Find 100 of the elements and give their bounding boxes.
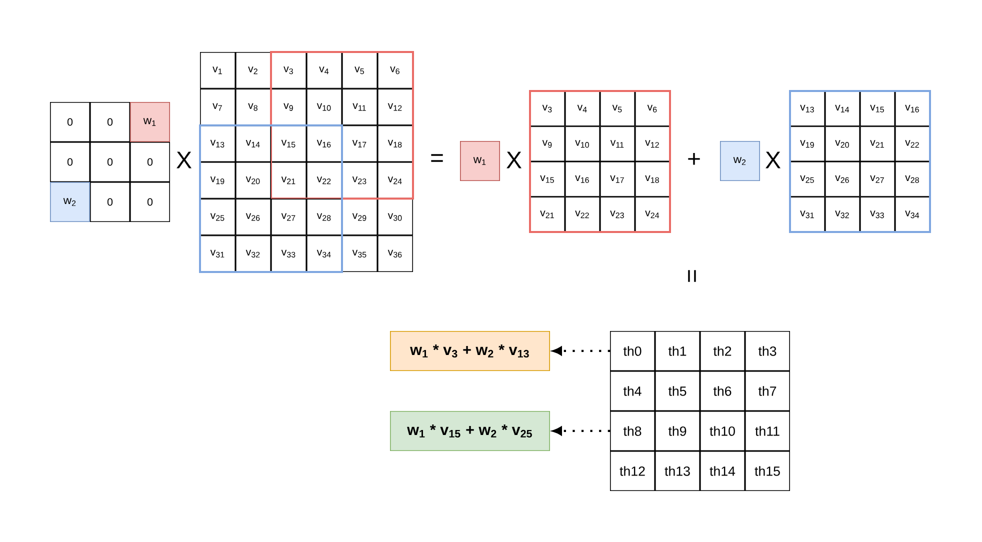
matrix-cell: v$_{4}$ [565,91,600,126]
equals-sign: = [431,154,443,162]
matrix-cell: v$_{26}$ [825,161,860,197]
matrix-cell: v$_{36}$ [378,235,413,272]
matrix-cell: v$_{16}$ [306,125,342,162]
arrow [552,426,610,436]
thread-cell: th7 [745,371,790,411]
plus-sign: + [688,153,700,165]
matrix-cell: v$_{33}$ [860,196,895,232]
matrix-cell: 0 [50,102,90,142]
weight-box: w$_{1}$ [460,141,500,181]
matrix-cell: v$_{24}$ [635,196,670,232]
equals-sign: = [688,270,696,282]
matrix-cell: v$_{12}$ [378,88,413,126]
matrix-cell: v$_{10}$ [306,88,342,126]
matrix-cell: v$_{34}$ [895,196,930,232]
matrix-cell: v$_{22}$ [306,162,342,199]
matrix-cell: v$_{23}$ [342,162,378,199]
matrix-cell: v$_{35}$ [342,235,378,272]
thread-cell: th3 [745,331,790,371]
formula-box: w$_{1}$ * v$_{3}$ + w$_{2}$ * v$_{13}$ [390,331,550,371]
matrix-cell: 0 [130,142,170,182]
matrix-cell: v$_{31}$ [200,235,236,272]
matrix-cell: v$_{28}$ [306,198,342,236]
matrix-cell: v$_{5}$ [342,52,378,89]
thread-cell: th0 [610,331,655,371]
matrix-cell: v$_{32}$ [236,235,271,272]
thread-cell: th15 [745,451,790,491]
matrix-cell: v$_{28}$ [895,161,930,197]
thread-cell: th14 [700,451,745,491]
matrix-cell: v$_{9}$ [271,88,306,126]
thread-cell: th5 [655,371,700,411]
matrix-cell: v$_{21}$ [271,162,306,199]
matrix-cell: v$_{9}$ [530,126,565,162]
weight-box: w$_{2}$ [720,141,760,181]
thread-cell: th13 [655,451,700,491]
matrix-cell: v$_{34}$ [306,235,342,272]
matrix-cell: v$_{20}$ [236,162,271,199]
matrix-cell: v$_{27}$ [271,198,306,236]
matrix-cell: v$_{2}$ [236,52,271,89]
matrix-cell: v$_{23}$ [600,196,635,232]
multiply-sign: X [506,152,522,168]
multiply-sign: X [766,152,781,168]
matrix-cell: v$_{21}$ [530,196,565,232]
matrix-cell: v$_{13}$ [790,91,825,126]
thread-cell: th6 [700,371,745,411]
thread-cell: th2 [700,331,745,371]
matrix-cell: v$_{20}$ [825,126,860,162]
matrix-cell: v$_{18}$ [635,161,670,197]
matrix-cell: v$_{8}$ [236,88,271,126]
arrow [552,346,610,356]
matrix-cell: v$_{15}$ [271,125,306,162]
matrix-cell: v$_{10}$ [565,126,600,162]
matrix-cell: v$_{7}$ [200,88,236,126]
matrix-cell: v$_{16}$ [565,161,600,197]
matrix-cell: v$_{22}$ [565,196,600,232]
matrix-cell: v$_{15}$ [860,91,895,126]
matrix-cell: 0 [90,182,130,222]
matrix-cell: v$_{25}$ [790,161,825,197]
matrix-cell: v$_{4}$ [306,52,342,89]
matrix-cell: v$_{27}$ [860,161,895,197]
thread-cell: th1 [655,331,700,371]
matrix-cell: v$_{19}$ [790,126,825,162]
matrix-cell: v$_{24}$ [378,162,413,199]
matrix-cell: v$_{32}$ [825,196,860,232]
thread-cell: th11 [745,411,790,451]
matrix-cell: v$_{15}$ [530,161,565,197]
matrix-cell: v$_{6}$ [635,91,670,126]
matrix-cell: v$_{17}$ [600,161,635,197]
matrix-cell: v$_{13}$ [200,125,236,162]
matrix-cell: v$_{18}$ [378,125,413,162]
thread-cell: th12 [610,451,655,491]
matrix-cell: 0 [130,182,170,222]
matrix-cell: v$_{17}$ [342,125,378,162]
matrix-cell: v$_{3}$ [530,91,565,126]
matrix-cell: v$_{6}$ [378,52,413,89]
matrix-cell: v$_{33}$ [271,235,306,272]
matrix-cell: v$_{16}$ [895,91,930,126]
weight-box: w$_{1}$ [130,102,170,142]
matrix-cell: 0 [90,142,130,182]
multiply-sign: X [176,152,192,168]
formula-box: w$_{1}$ * v$_{15}$ + w$_{2}$ * v$_{25}$ [390,411,550,451]
matrix-cell: v$_{12}$ [635,126,670,162]
matrix-cell: v$_{5}$ [600,91,635,126]
matrix-cell: v$_{11}$ [342,88,378,126]
thread-cell: th8 [610,411,655,451]
matrix-cell: v$_{22}$ [895,126,930,162]
matrix-cell: v$_{14}$ [825,91,860,126]
matrix-cell: v$_{30}$ [378,198,413,236]
matrix-cell: v$_{1}$ [200,52,236,89]
matrix-cell: v$_{29}$ [342,198,378,236]
thread-cell: th9 [655,411,700,451]
matrix-cell: v$_{14}$ [236,125,271,162]
matrix-cell: v$_{3}$ [271,52,306,89]
thread-cell: th10 [700,411,745,451]
matrix-cell: v$_{26}$ [236,198,271,236]
matrix-cell: v$_{19}$ [200,162,236,199]
matrix-cell: 0 [50,142,90,182]
weight-box: w$_{2}$ [50,182,90,222]
matrix-cell: v$_{11}$ [600,126,635,162]
